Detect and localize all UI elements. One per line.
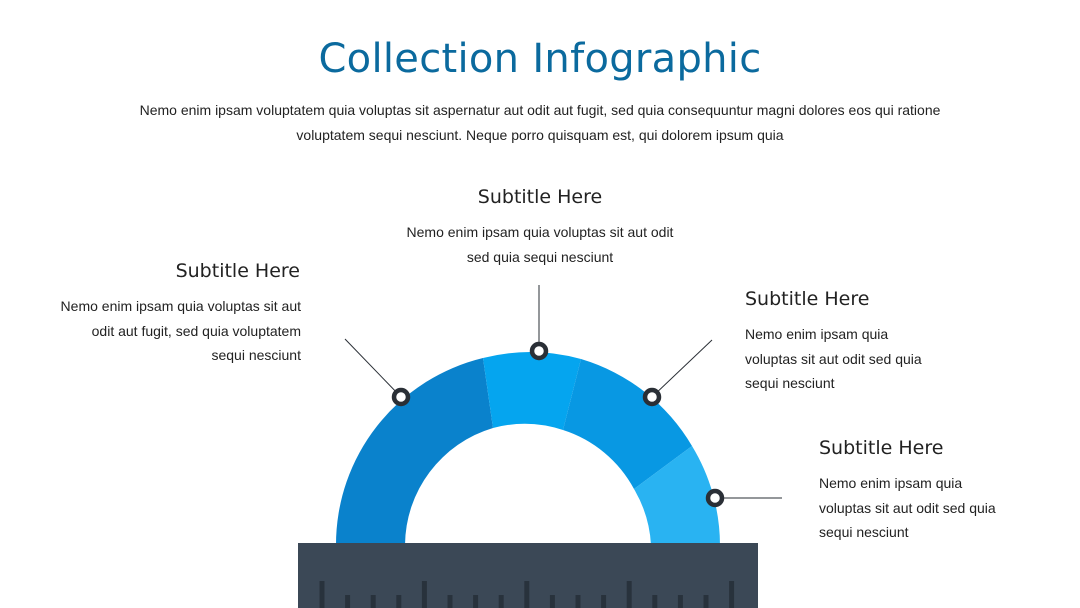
page-title: Collection Infographic — [318, 36, 762, 82]
marker-dot-2 — [529, 341, 549, 361]
ruler-ticks — [319, 581, 735, 608]
ruler-tick — [524, 581, 530, 608]
ruler-tick — [575, 595, 581, 608]
ruler-tick — [345, 595, 351, 608]
item-3-line-2: voluptas sit aut odit sed quia — [745, 350, 922, 367]
intro-paragraph: Nemo enim ipsam voluptatem quia voluptas… — [139, 102, 941, 143]
marker-dot-1 — [391, 387, 411, 407]
connector-lines — [344, 285, 782, 499]
ruler-tick — [601, 595, 607, 608]
arc-segment-4 — [634, 446, 720, 545]
ruler-tick — [370, 595, 376, 608]
item-1-line-2: odit aut fugit, sed quia voluptatem — [91, 322, 301, 339]
ruler-tick — [626, 581, 632, 608]
arc-segment-3 — [563, 359, 692, 489]
item-3-subtitle: Subtitle Here — [745, 288, 870, 310]
item-1-line-3: sequi nesciunt — [211, 347, 301, 363]
markers — [391, 341, 725, 508]
connector-line-3 — [651, 339, 713, 398]
marker-dot-3 — [642, 387, 662, 407]
item-1-description: Nemo enim ipsam quia voluptas sit aut od… — [30, 294, 301, 368]
item-4-line-1: Nemo enim ipsam quia — [819, 475, 963, 491]
item-3-line-3: sequi nesciunt — [745, 375, 835, 391]
item-2-subtitle: Subtitle Here — [477, 186, 603, 208]
item-2-line-2: sed quia sequi nesciunt — [466, 248, 614, 265]
item-4-description: Nemo enim ipsam quia voluptas sit aut od… — [819, 471, 1059, 545]
ruler-tick — [447, 595, 453, 608]
ruler-tick — [677, 595, 683, 608]
item-4-line-2: voluptas sit aut odit sed quia — [819, 499, 996, 516]
ruler-tick — [549, 595, 555, 608]
ruler-tick — [421, 581, 427, 608]
ruler-tick — [729, 581, 735, 608]
item-4-line-3: sequi nesciunt — [819, 524, 909, 540]
ruler-tick — [473, 595, 479, 608]
ruler-tick — [319, 581, 325, 608]
item-1-line-1: Nemo enim ipsam quia voluptas sit aut — [60, 298, 301, 314]
arc-segments — [335, 352, 720, 545]
item-4-subtitle: Subtitle Here — [819, 437, 944, 459]
arc-segment-1 — [335, 358, 493, 545]
ruler-tick — [396, 595, 402, 608]
arc-segment-2 — [483, 352, 581, 430]
item-2-line-1: Nemo enim ipsam quia voluptas sit aut od… — [406, 224, 674, 240]
ruler-tick — [498, 595, 504, 608]
item-2-description: Nemo enim ipsam quia voluptas sit aut od… — [380, 220, 700, 269]
connector-line-1 — [344, 338, 402, 398]
marker-dot-4 — [705, 488, 725, 508]
ruler-tick — [652, 595, 658, 608]
item-3-description: Nemo enim ipsam quia voluptas sit aut od… — [745, 322, 985, 396]
item-3-line-1: Nemo enim ipsam quia — [745, 326, 889, 342]
item-1-subtitle: Subtitle Here — [175, 260, 300, 282]
ruler-tick — [703, 595, 709, 608]
